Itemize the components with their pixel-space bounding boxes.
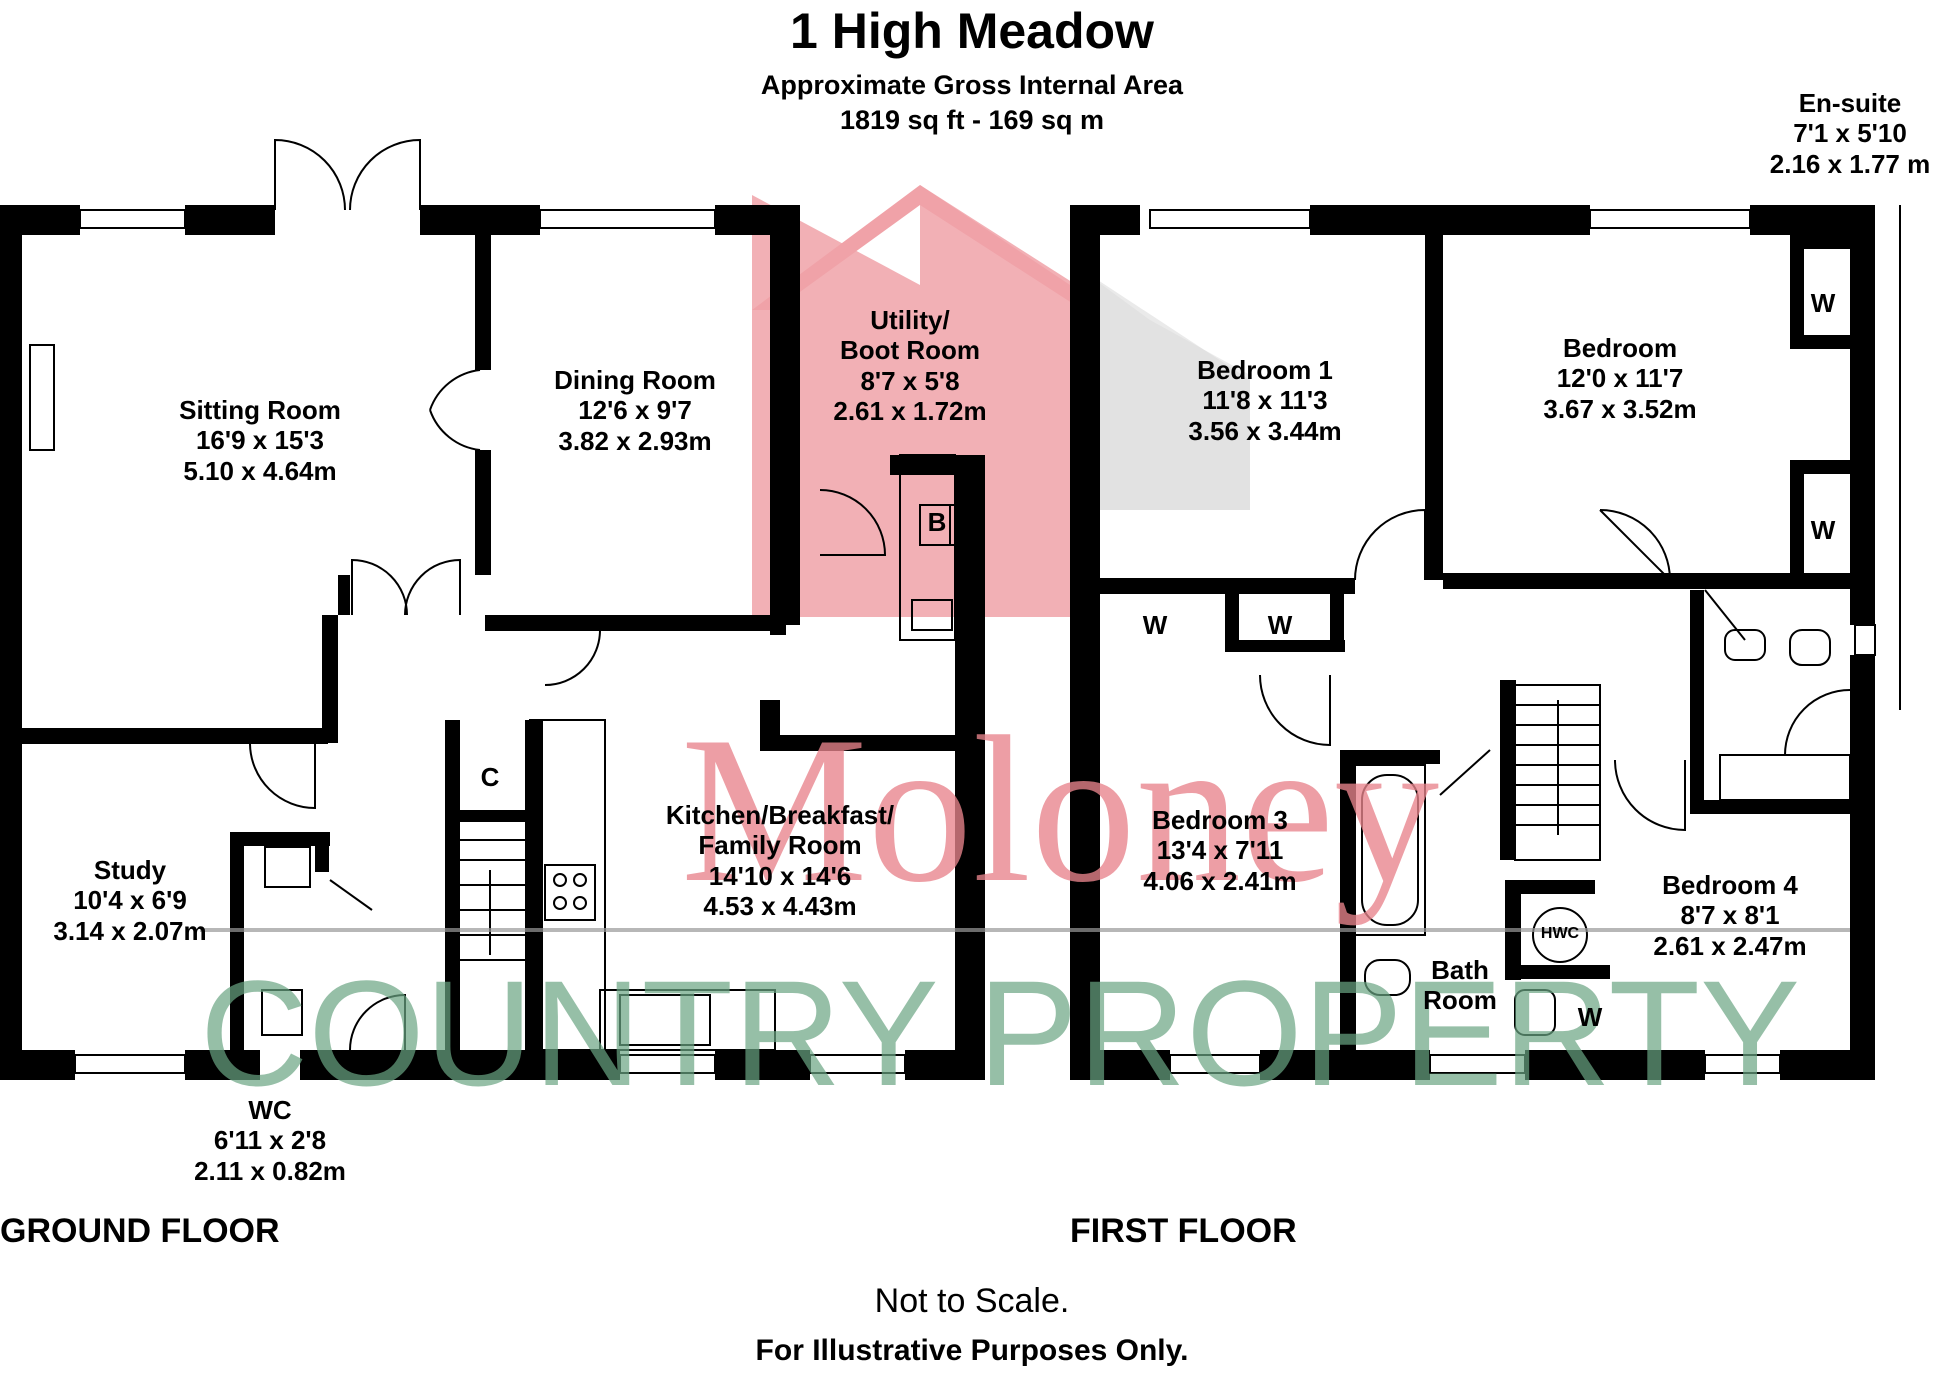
room-metric: 3.56 x 3.44m xyxy=(1188,415,1342,446)
room-name-line2: Room xyxy=(1423,985,1497,1016)
room-name-line2: Boot Room xyxy=(839,335,981,366)
room-name: Dining Room xyxy=(554,365,716,395)
scale-note: Not to Scale. xyxy=(874,1282,1070,1320)
room-name-line2: Family Room xyxy=(698,830,862,861)
room-kitchen-family: Kitchen/Breakfast/ Family Room 14'10 x 1… xyxy=(620,800,940,922)
room-imperial: 14'10 x 14'6 xyxy=(708,860,852,891)
room-name: Bedroom 3 xyxy=(1152,805,1288,835)
room-metric: 5.10 x 4.64m xyxy=(183,455,337,486)
boiler-box xyxy=(919,504,956,546)
room-metric: 3.14 x 2.07m xyxy=(53,915,207,946)
kitchen-fixtures xyxy=(261,454,956,1051)
room-metric: 2.61 x 1.72m xyxy=(833,396,987,427)
watermark-brand-text: Moloney xyxy=(681,694,1439,926)
ground-floor-heading: GROUND FLOOR xyxy=(0,1212,280,1250)
room-sitting-room: Sitting Room 16'9 x 15'3 5.10 x 4.64m xyxy=(120,395,400,486)
room-imperial: 8'7 x 8'1 xyxy=(1680,900,1780,931)
disclaimer-note: For Illustrative Purposes Only. xyxy=(755,1334,1189,1367)
room-bedroom-1: Bedroom 1 11'8 x 11'3 3.56 x 3.44m xyxy=(1130,355,1400,446)
watermark-tagline-text: COUNTRY PROPERTY xyxy=(200,949,1800,1117)
wardrobe-label: W xyxy=(1810,515,1836,545)
room-imperial: 6'11 x 2'8 xyxy=(213,1125,327,1156)
room-imperial: 10'4 x 6'9 xyxy=(73,885,187,916)
room-metric: 2.11 x 0.82m xyxy=(194,1155,346,1186)
cupboard-label: C xyxy=(480,762,500,792)
room-metric: 2.16 x 1.77 m xyxy=(1769,148,1931,179)
boiler-label: B xyxy=(927,507,947,537)
wardrobe-label: W xyxy=(1142,610,1168,640)
room-name-line1: Bath xyxy=(1431,955,1489,985)
hot-water-cylinder-label: HWC xyxy=(1540,925,1580,942)
room-name: Sitting Room xyxy=(179,395,341,425)
ground-floor-windows xyxy=(29,209,906,1074)
room-imperial: 12'0 x 11'7 xyxy=(1556,363,1684,394)
room-imperial: 13'4 x 7'11 xyxy=(1156,835,1284,866)
room-imperial: 11'8 x 11'3 xyxy=(1202,385,1328,416)
room-dining-room: Dining Room 12'6 x 9'7 3.82 x 2.93m xyxy=(490,365,780,456)
ground-floor-walls xyxy=(0,205,985,1080)
room-name: Bedroom 4 xyxy=(1662,870,1798,900)
room-bedroom-2: Bedroom 12'0 x 11'7 3.67 x 3.52m xyxy=(1480,333,1760,424)
room-name-line1: Kitchen/Breakfast/ xyxy=(665,800,895,830)
plan-area: 1819 sq ft - 169 sq m xyxy=(839,105,1105,135)
room-utility-boot-room: Utility/ Boot Room 8'7 x 5'8 2.61 x 1.72… xyxy=(800,305,1020,427)
room-metric: 4.06 x 2.41m xyxy=(1143,865,1297,896)
room-name: WC xyxy=(248,1095,292,1125)
room-name: Bedroom xyxy=(1562,333,1678,363)
first-floor-windows xyxy=(1149,205,1901,1074)
first-floor-stairs xyxy=(1514,684,1601,861)
ground-floor-doors xyxy=(249,138,887,1051)
room-name: Bedroom 1 xyxy=(1197,355,1333,385)
room-name-line1: Utility/ xyxy=(870,305,950,335)
room-bedroom-3: Bedroom 3 13'4 x 7'11 4.06 x 2.41m xyxy=(1110,805,1330,896)
room-imperial: 16'9 x 15'3 xyxy=(195,425,325,456)
room-en-suite: En-suite 7'1 x 5'10 2.16 x 1.77 m xyxy=(1755,88,1944,179)
room-imperial: 12'6 x 9'7 xyxy=(578,395,692,426)
room-imperial: 8'7 x 5'8 xyxy=(860,365,960,396)
room-metric: 4.53 x 4.43m xyxy=(703,891,857,922)
wardrobe-label: W xyxy=(1267,610,1293,640)
plan-subtitle: Approximate Gross Internal Area xyxy=(760,70,1184,100)
wardrobe-label: W xyxy=(1577,1002,1603,1032)
room-metric: 3.82 x 2.93m xyxy=(558,425,712,456)
room-bedroom-4: Bedroom 4 8'7 x 8'1 2.61 x 2.47m xyxy=(1615,870,1845,961)
room-wc: WC 6'11 x 2'8 2.11 x 0.82m xyxy=(170,1095,370,1186)
room-name: Study xyxy=(93,855,167,885)
room-metric: 2.61 x 2.47m xyxy=(1653,930,1807,961)
wardrobe-label: W xyxy=(1810,288,1836,318)
first-floor-heading: FIRST FLOOR xyxy=(1070,1212,1297,1250)
room-name: En-suite xyxy=(1798,88,1902,118)
first-floor-doors xyxy=(1259,508,1746,832)
room-study: Study 10'4 x 6'9 3.14 x 2.07m xyxy=(25,855,235,946)
first-floor-walls xyxy=(1070,205,1875,1080)
room-metric: 3.67 x 3.52m xyxy=(1543,393,1697,424)
bathroom-fixtures xyxy=(1354,629,1851,1036)
plan-title: 1 High Meadow xyxy=(790,3,1154,59)
room-bathroom: Bath Room xyxy=(1405,955,1515,1016)
room-imperial: 7'1 x 5'10 xyxy=(1793,118,1907,149)
